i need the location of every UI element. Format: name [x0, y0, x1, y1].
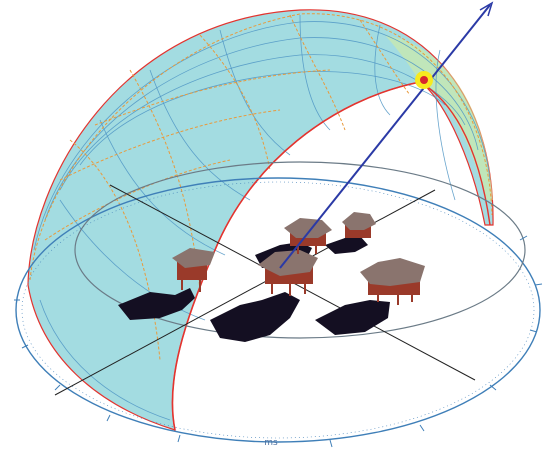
building-5: [360, 258, 425, 305]
building-1: [172, 248, 215, 292]
compass-bottom-label: ms: [264, 438, 278, 448]
sun-ray-line: [279, 4, 491, 269]
building-4: [342, 212, 376, 238]
arrowhead-icon: [479, 1, 494, 17]
sun-position-marker: [415, 71, 433, 89]
ground-plane: [15, 161, 541, 443]
compass-ticks: [14, 235, 543, 448]
buildings: [172, 212, 425, 305]
building-2: [258, 250, 318, 296]
ground-disc: [15, 177, 541, 443]
solar-dome: [27, 9, 494, 431]
sun-vector: [279, 1, 494, 269]
building-3: [284, 218, 332, 254]
dome-grid-solid: [33, 14, 491, 421]
horizon-ring: [74, 161, 526, 339]
